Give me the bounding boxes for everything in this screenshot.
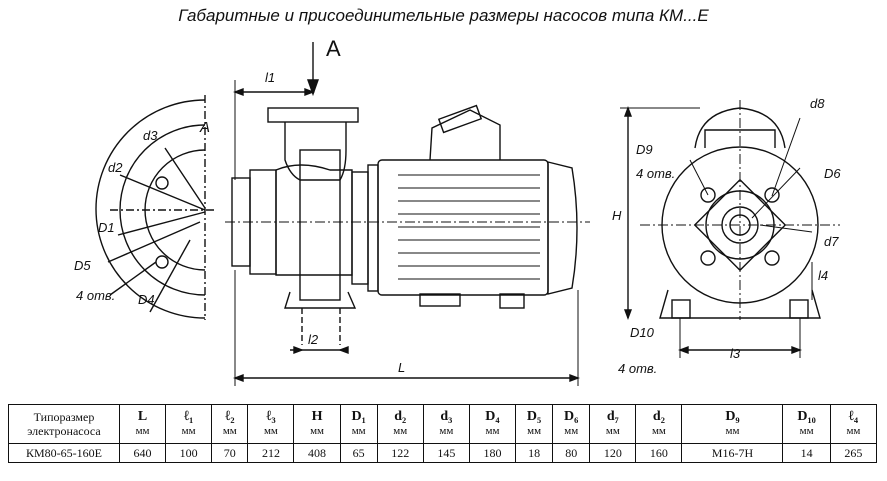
pump-dimension-drawing: d3 d2 D1 D5 4 отв. D4 A A <box>74 36 841 386</box>
label-D5: D5 <box>74 258 91 273</box>
table-cell: 180 <box>468 443 517 463</box>
table-cell: 145 <box>422 443 470 463</box>
label-d8: d8 <box>810 96 825 111</box>
table-cell: 640 <box>118 443 167 463</box>
label-holes-left: 4 отв. <box>76 288 115 303</box>
label-D6: D6 <box>824 166 841 181</box>
table-cell: 80 <box>552 443 591 463</box>
table-cell: 65 <box>339 443 378 463</box>
label-D1: D1 <box>98 220 115 235</box>
flange-view-a: d3 d2 D1 D5 4 отв. D4 A <box>74 95 215 320</box>
label-D4: D4 <box>138 292 155 307</box>
table-cell: 212 <box>247 443 295 463</box>
pump-side-view: A <box>225 36 590 386</box>
label-arrow-a: A <box>326 36 341 61</box>
table-cell: 122 <box>376 443 424 463</box>
table-cell: 70 <box>211 443 249 463</box>
label-l4: l4 <box>818 268 828 283</box>
table-cell: М16-7Н <box>681 443 784 463</box>
table-cell: 160 <box>635 443 683 463</box>
label-d7: d7 <box>824 234 839 249</box>
pump-front-view: H l3 d8 D9 4 отв. D6 d7 l4 D10 4 отв. <box>612 96 841 376</box>
table-row: КМ80-65-160Е 640 100 70 212 408 65 122 1… <box>8 443 878 463</box>
label-H: H <box>612 208 622 223</box>
label-l2: l2 <box>308 332 319 347</box>
table-cell: 265 <box>829 443 878 463</box>
table-cell: 14 <box>782 443 831 463</box>
table-cell: 100 <box>165 443 213 463</box>
label-holes-right-top: 4 отв. <box>636 166 675 181</box>
table-cell: 120 <box>589 443 637 463</box>
label-D10: D10 <box>630 325 655 340</box>
table-cell: 18 <box>514 443 554 463</box>
label-L: L <box>398 360 405 375</box>
label-l3: l3 <box>730 346 741 361</box>
label-d3: d3 <box>143 128 158 143</box>
label-view-a: A <box>199 119 210 136</box>
label-d2: d2 <box>108 160 123 175</box>
page-title: Габаритные и присоединительные размеры н… <box>178 6 709 25</box>
label-l1: l1 <box>265 70 275 85</box>
label-holes-right-bottom: 4 отв. <box>618 361 657 376</box>
label-D9: D9 <box>636 142 653 157</box>
table-cell: 408 <box>293 443 341 463</box>
table-cell: КМ80-65-160Е <box>8 443 120 463</box>
